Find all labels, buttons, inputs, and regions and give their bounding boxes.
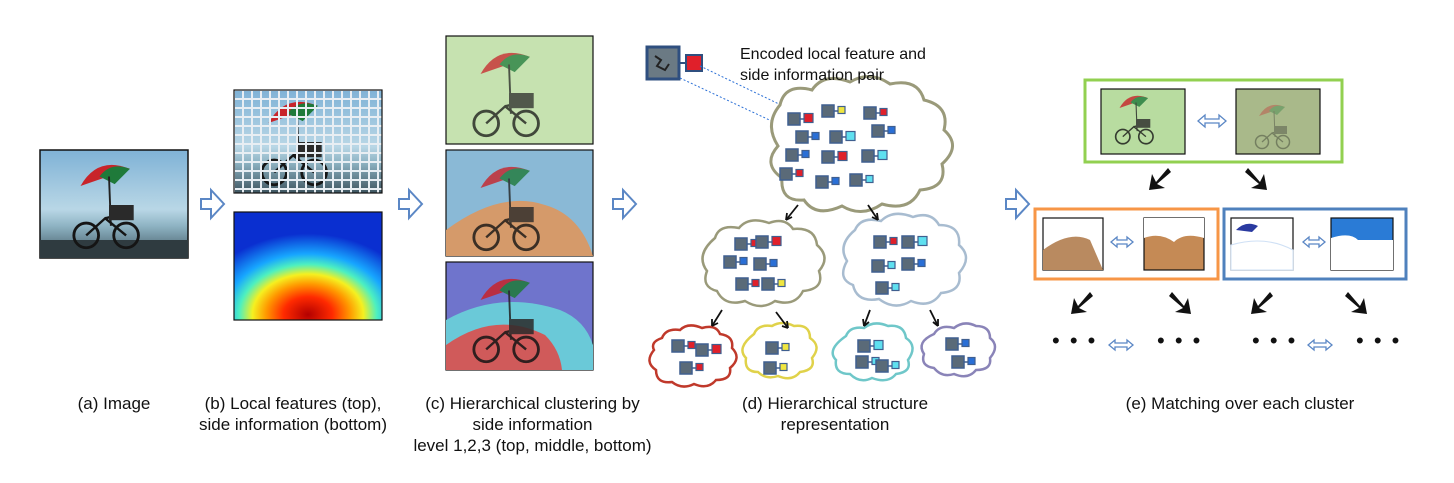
side-information-heatmap [233,211,383,321]
ellipsis: • • • [1356,328,1402,353]
feature-pair-icon [753,257,778,271]
root-cluster-cloud [769,75,954,213]
orange-cluster-match-box [1033,207,1220,281]
feature-pair-icon [951,355,976,369]
match-arrow-icon [1306,338,1334,352]
feature-pair-icon [763,361,788,375]
annotation-line: side information pair [740,67,885,84]
caption-d: (d) Hierarchical structure representatio… [700,393,970,435]
match-arrow-icon [1301,235,1327,249]
level3-red-cluster-cloud [648,324,738,388]
ellipsis: • • • [1157,328,1203,353]
clustering-level-1-image [445,35,594,145]
feature-pair-icon [871,124,896,138]
feature-pair-icon [671,339,696,353]
encoded-pair-annotation: Encoded local feature and side informati… [740,44,926,86]
feature-pairs [671,104,976,375]
caption-a: (a) Image [77,394,151,413]
match-arrow-icon [1107,338,1135,352]
feature-pair-icon [795,130,820,144]
flow-arrow-icon [200,187,226,221]
feature-pair-icon [723,255,748,269]
clustering-level-3-image [445,261,594,371]
feature-pair-icon [761,277,786,291]
feature-pair-icon [765,341,790,355]
green-cluster-match-box [1083,78,1344,164]
feature-pair-icon [787,112,814,126]
ellipsis: • • • [1052,328,1098,353]
feature-pair-icon [779,167,804,181]
feature-pair-icon [821,150,848,164]
feature-pair-icon [679,361,704,375]
feature-pair-icon [849,173,874,187]
annotation-line: Encoded local feature and [740,46,926,63]
flow-arrow-icon [398,187,424,221]
caption-c: (c) Hierarchical clustering by side info… [390,393,675,456]
chevron-arrows [1071,168,1367,314]
feature-pair-icon [873,235,898,249]
blue-cluster-match-box [1222,207,1408,281]
feature-pair-icon [815,175,840,189]
caption-e: (e) Matching over each cluster [1125,394,1355,413]
feature-pair-icon [734,237,759,251]
feature-pair-icon [875,359,900,373]
level3-cyan-cluster-cloud [831,322,914,382]
caption-line: level 1,2,3 (top, middle, bottom) [413,436,652,455]
caption-line: (c) Hierarchical clustering by [425,394,640,413]
level3-yellow-cluster-cloud [741,321,818,380]
feature-pair-icon [857,339,884,353]
caption-line: side information (bottom) [198,415,388,434]
feature-pair-icon [863,106,888,120]
match-arrow-icon [1109,235,1135,249]
feature-pair-icon [785,148,810,162]
feature-pair-icon [829,130,856,144]
clustering-level-2-image [445,149,594,257]
tree-arrows [711,204,939,329]
feature-pair-icon [901,257,926,271]
feature-pair-icon [695,343,722,357]
caption-line: (d) Hierarchical structure [741,394,929,413]
caption-line: (b) Local features (top), [204,394,382,413]
feature-pair-icon [875,281,900,295]
feature-pair-icon [945,337,970,351]
match-arrow-icon [1197,113,1227,129]
feature-pair-icon [901,235,928,249]
feature-pair-icon [821,104,846,118]
feature-pair-icon [861,149,888,163]
feature-pair-icon [755,235,782,249]
caption-line: side information [472,415,593,434]
caption-b: (b) Local features (top), side informati… [168,393,418,435]
feature-pair-icon [871,259,896,273]
ellipsis: • • • [1252,328,1298,353]
input-image [39,149,189,259]
caption-line: representation [780,415,890,434]
flow-arrow-icon [1005,187,1031,221]
flow-arrow-icon [612,187,638,221]
feature-pair-icon [735,277,760,291]
local-features-image [233,89,383,194]
